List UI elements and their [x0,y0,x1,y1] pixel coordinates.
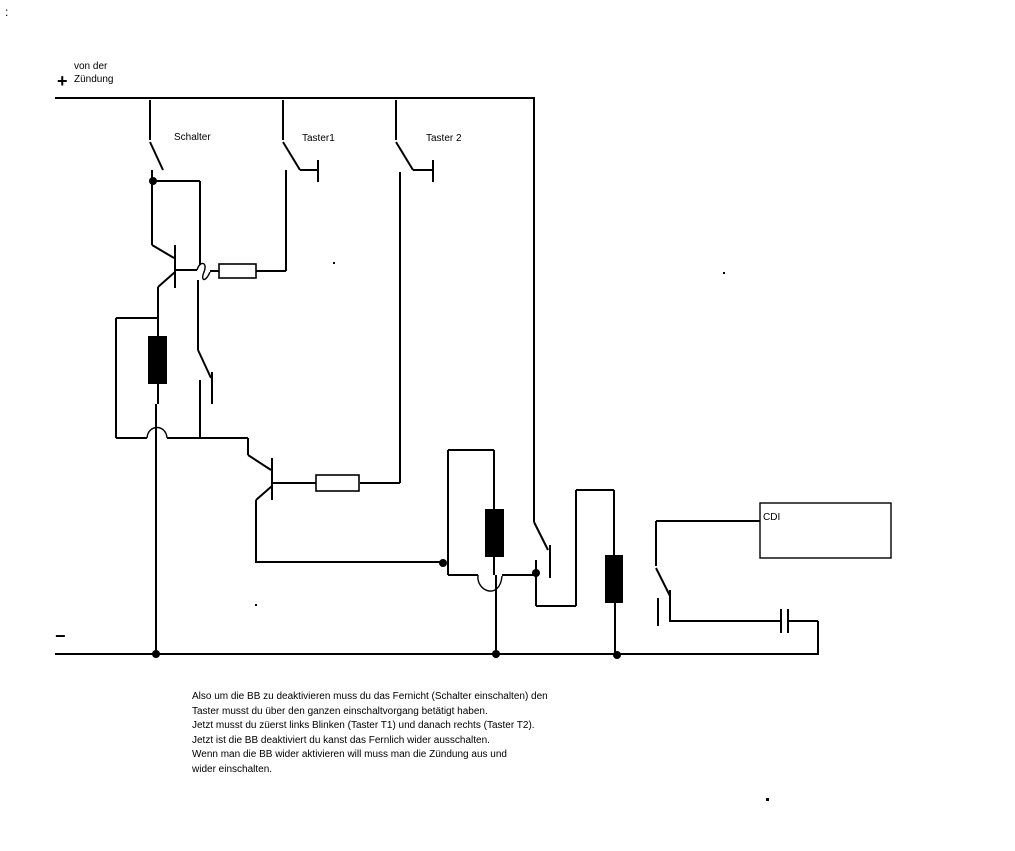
switch-label: Schalter [174,132,211,143]
plus-sign: + [57,71,68,91]
supply-label-line2: Zündung [74,74,114,85]
relay-3 [605,490,623,655]
button-1-label: Taster1 [302,133,335,144]
note-line: Jetzt musst du züerst links Blinken (Tas… [192,720,535,732]
note-line: Taster musst du über den ganzen einschal… [192,705,488,717]
main-switch [149,100,201,265]
relay-1 [115,310,248,655]
note-line: wider einschalten. [192,763,273,775]
instruction-note: Also um die BB zu deaktivieren muss du d… [192,690,548,778]
note-line: Jetzt ist die BB deaktiviert du kanst da… [192,734,490,746]
resistor-2 [315,474,360,492]
relay-contact-2 [533,489,614,607]
note-line: Wenn man die BB wider aktivieren will mu… [192,749,507,761]
supply-label-line1: von der [74,61,108,72]
transistor-1 [151,244,211,310]
corner-mark: : [5,5,9,19]
cdi-label: CDI [763,512,781,523]
button-1-switch [256,100,319,272]
note-line: Also um die BB zu deaktivieren muss du d… [192,691,548,702]
junction-dots [149,177,769,801]
cdi-box [759,502,892,559]
positive-rail [55,97,535,490]
relay-2 [256,449,536,655]
relay-contact-1 [197,280,213,438]
button-2-label: Taster 2 [426,133,462,144]
resistor-1 [218,263,257,279]
capacitor [780,609,819,655]
minus-sign: − [55,626,66,646]
cdi-switch [655,520,780,626]
transistor-2 [247,438,316,563]
button-2-switch [360,100,434,484]
